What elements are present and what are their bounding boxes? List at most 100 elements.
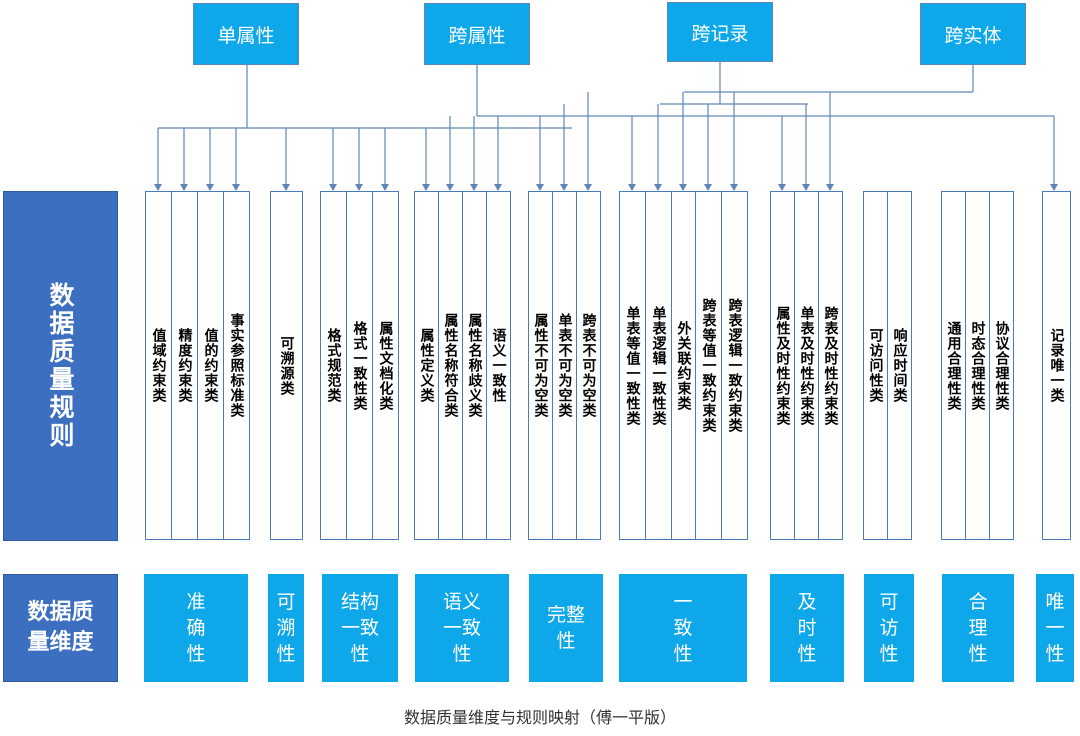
rules-row-label: 数据质量规则	[3, 191, 118, 541]
rule-column: 单表及时性约束类	[794, 191, 819, 540]
rule-column: 跨表等值一致约束类	[695, 191, 722, 540]
rule-column: 属性文档化类	[372, 191, 399, 540]
rule-label: 值域约束类	[150, 328, 167, 403]
rule-column: 记录唯一类	[1042, 191, 1071, 540]
rule-label: 语义一致性	[490, 328, 507, 403]
rule-column: 可访问性类	[863, 191, 888, 540]
category-label: 跨记录	[691, 22, 749, 45]
rule-label: 属性名称符合类	[442, 313, 459, 418]
arrow-head	[654, 184, 662, 191]
arrow-head	[154, 184, 162, 191]
arrow-head	[730, 184, 738, 191]
arrow-head	[329, 184, 337, 191]
arrow-head	[536, 184, 544, 191]
rule-column: 格式一致性类	[346, 191, 373, 540]
arrow-head	[180, 184, 188, 191]
dimension-box: 唯一性	[1036, 574, 1074, 682]
rule-label: 时态合理性类	[969, 320, 986, 411]
arrow-head	[560, 184, 568, 191]
arrow-head	[1050, 184, 1058, 191]
arrow-head	[704, 184, 712, 191]
dimension-box: 准确性	[144, 574, 248, 682]
dimension-box: 合理性	[942, 574, 1014, 682]
dimension-label: 可溯性	[276, 591, 296, 665]
rule-column: 值域约束类	[145, 191, 172, 540]
rule-label: 单表等值一致性类	[624, 305, 641, 426]
figure-caption: 数据质量维度与规则映射（傅一平版）	[403, 708, 676, 727]
rule-column: 协议合理性类	[989, 191, 1014, 540]
rule-label: 跨表及时性约束类	[822, 305, 839, 426]
arrow-head	[802, 184, 810, 191]
arrow-head	[422, 184, 430, 191]
rule-column: 响应时间类	[887, 191, 912, 540]
rule-label: 精度约束类	[176, 328, 193, 403]
rule-column: 值的约束类	[197, 191, 224, 540]
rule-label: 属性定义类	[418, 328, 435, 403]
arrow-head	[494, 184, 502, 191]
arrow-head	[628, 184, 636, 191]
category-single-attribute: 单属性	[193, 3, 299, 65]
dimension-box: 及时性	[770, 574, 844, 682]
rule-column: 跨表不可为空类	[576, 191, 601, 540]
rule-label: 格式一致性类	[351, 320, 368, 411]
rule-label: 跨表等值一致约束类	[700, 298, 717, 433]
rule-label: 属性名称歧义类	[466, 313, 483, 418]
rule-column: 可溯源类	[270, 191, 303, 540]
arrow-head	[355, 184, 363, 191]
rule-label: 记录唯一类	[1048, 328, 1065, 403]
rule-label: 格式规范类	[325, 328, 342, 403]
dimensions-row-label: 数据质量维度	[3, 574, 118, 682]
category-cross-record: 跨记录	[667, 2, 773, 62]
dimension-box: 语义一致性	[415, 574, 509, 682]
dimension-label: 及时性	[797, 591, 817, 665]
rule-column: 事实参照标准类	[223, 191, 250, 540]
rule-column: 通用合理性类	[941, 191, 966, 540]
rule-column: 属性名称符合类	[438, 191, 463, 540]
rule-label: 属性文档化类	[377, 320, 394, 411]
dimension-label: 一致性	[673, 591, 693, 665]
rule-label: 单表逻辑一致性类	[650, 305, 667, 426]
arrow-head	[470, 184, 478, 191]
rules-row-label-text: 数据质量规则	[46, 282, 75, 450]
arrow-head	[206, 184, 214, 191]
dimension-label: 语义一致性	[442, 591, 481, 665]
rule-label: 属性不可为空类	[532, 313, 549, 418]
dimension-label: 可访性	[879, 591, 899, 665]
rule-label: 可溯源类	[278, 335, 295, 396]
dimension-label: 准确性	[186, 591, 206, 665]
dimension-box: 一致性	[619, 574, 747, 682]
category-cross-attribute: 跨属性	[424, 3, 530, 65]
rule-label: 事实参照标准类	[228, 313, 245, 418]
rule-label: 跨表不可为空类	[580, 313, 597, 418]
dimension-label: 完整性	[546, 604, 585, 652]
rule-label: 单表及时性约束类	[798, 305, 815, 426]
rule-label: 通用合理性类	[945, 320, 962, 411]
rule-label: 属性及时性约束类	[774, 305, 791, 426]
arrow-head	[446, 184, 454, 191]
dimension-box: 完整性	[529, 574, 603, 682]
arrow-head	[584, 184, 592, 191]
dimension-label: 结构一致性	[340, 591, 379, 665]
dimension-label: 唯一性	[1045, 591, 1065, 665]
arrow-head	[826, 184, 834, 191]
arrow-head	[778, 184, 786, 191]
rule-label: 值的约束类	[202, 328, 219, 403]
category-cross-entity: 跨实体	[920, 3, 1026, 65]
category-label: 单属性	[217, 24, 275, 47]
rule-column: 格式规范类	[320, 191, 347, 540]
dimension-box: 可访性	[864, 574, 914, 682]
arrow-head	[381, 184, 389, 191]
arrow-head	[679, 184, 687, 191]
rule-column: 属性定义类	[414, 191, 439, 540]
rule-label: 外关联约束类	[675, 320, 692, 411]
rule-label: 协议合理性类	[993, 320, 1010, 411]
dimensions-row-label-text: 数据质量维度	[27, 600, 94, 655]
rule-column: 单表不可为空类	[552, 191, 577, 540]
rule-column: 时态合理性类	[965, 191, 990, 540]
dimension-box: 结构一致性	[322, 574, 398, 682]
rule-column: 跨表及时性约束类	[818, 191, 843, 540]
rule-label: 响应时间类	[891, 328, 908, 403]
rule-column: 单表等值一致性类	[619, 191, 646, 540]
